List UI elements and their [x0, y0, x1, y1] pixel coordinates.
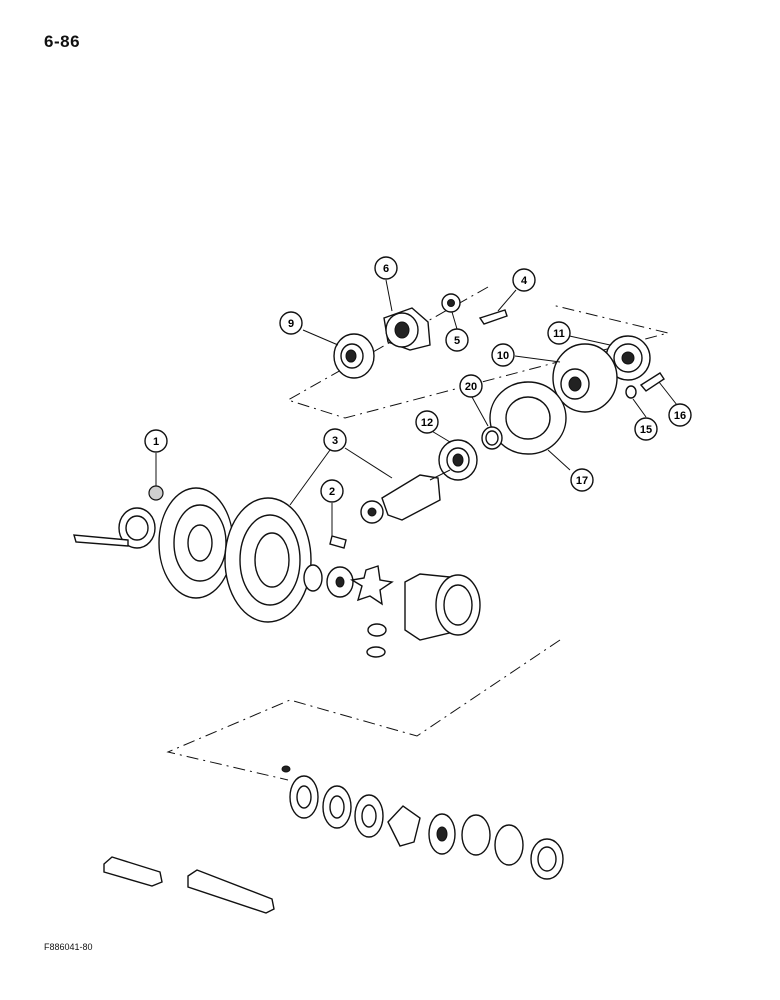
- lower-spring: [281, 765, 291, 773]
- lower-rings: [461, 814, 524, 866]
- part-10-flange-carrier: [552, 343, 618, 413]
- long-axle-shaft: [187, 869, 275, 914]
- part-3-ring-gear: [224, 497, 312, 623]
- lower-bearing: [530, 838, 564, 880]
- svg-text:10: 10: [497, 350, 509, 362]
- page-number: 6-86: [44, 32, 81, 51]
- svg-text:12: 12: [421, 417, 433, 429]
- callout-20: 20: [459, 374, 483, 398]
- callout-5: 5: [445, 328, 469, 352]
- svg-text:6: 6: [383, 263, 389, 275]
- pinion-gear: [360, 469, 451, 524]
- short-axle-shaft: [103, 856, 163, 887]
- part-17-gasket: [489, 381, 567, 455]
- callout-10: 10: [491, 343, 515, 367]
- svg-text:4: 4: [521, 275, 528, 287]
- spider-cross: [350, 565, 394, 606]
- left-seal: [118, 507, 156, 549]
- callout-3: 3: [323, 428, 347, 452]
- long-bolt: [73, 534, 129, 547]
- lower-gear: [428, 813, 456, 855]
- leader-lines: [155, 279, 678, 536]
- svg-text:11: 11: [553, 328, 565, 340]
- differential-case-half: [158, 487, 234, 599]
- svg-text:16: 16: [674, 410, 686, 422]
- callout-11: 11: [547, 321, 571, 345]
- part-4-cotter-pin: [478, 309, 508, 325]
- svg-text:15: 15: [640, 424, 652, 436]
- callout-4: 4: [512, 268, 536, 292]
- part-11-bearing: [605, 335, 651, 381]
- part-20-snap-ring: [481, 426, 503, 450]
- figure-code: F886041-80: [44, 942, 93, 952]
- callout-17: 17: [570, 468, 594, 492]
- part-9-seal: [333, 333, 375, 379]
- callout-9: 9: [279, 311, 303, 335]
- callout-6: 6: [374, 256, 398, 280]
- callout-12: 12: [415, 410, 439, 434]
- svg-text:3: 3: [332, 435, 338, 447]
- clutch-discs: [289, 775, 384, 838]
- differential-case: [404, 573, 481, 641]
- part-2-bolt: [329, 535, 347, 549]
- pinion-gears-small: [366, 623, 387, 658]
- callout-2: 2: [320, 479, 344, 503]
- part-16-bolt: [639, 372, 665, 392]
- callout-15: 15: [634, 417, 658, 441]
- part-1-plug: [148, 485, 164, 501]
- side-gear: [326, 566, 354, 598]
- callout-1: 1: [144, 429, 168, 453]
- part-5-nut: [441, 293, 461, 313]
- svg-text:20: 20: [465, 381, 477, 393]
- part-15-washer: [625, 385, 637, 399]
- part-12-bearing: [438, 439, 478, 481]
- svg-text:17: 17: [576, 475, 588, 487]
- splined-coupling: [387, 805, 421, 847]
- part-6-bearing-housing: [383, 307, 431, 351]
- svg-text:9: 9: [288, 318, 294, 330]
- callout-16: 16: [668, 403, 692, 427]
- side-gear-washer: [303, 564, 323, 592]
- svg-text:1: 1: [153, 436, 159, 448]
- svg-text:2: 2: [329, 486, 335, 498]
- callouts: 1 2 3 4 5 6 9 10: [144, 256, 692, 503]
- svg-text:5: 5: [454, 335, 460, 347]
